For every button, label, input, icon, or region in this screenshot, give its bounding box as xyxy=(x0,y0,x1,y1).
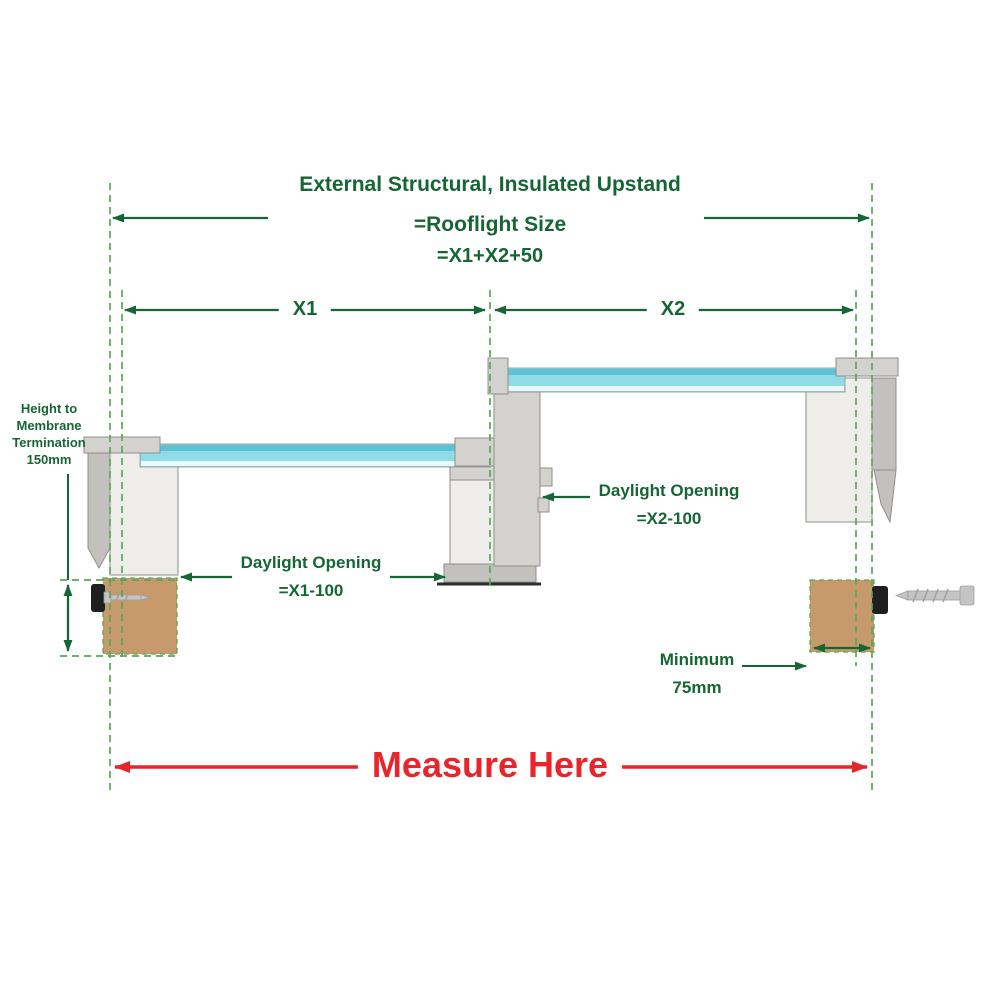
right-glazing-bottom-edge xyxy=(501,386,844,391)
left-frame-body xyxy=(109,452,179,576)
right-rooflight-section xyxy=(487,357,899,567)
center-mullion xyxy=(493,389,541,567)
right-drip-edge xyxy=(873,469,897,524)
membrane-seal-left xyxy=(91,584,105,612)
daylight-opening-right-value: =X2-100 xyxy=(636,509,702,528)
minimum-label: Minimum xyxy=(659,650,735,669)
rooflight-size-formula: =X1+X2+50 xyxy=(436,245,544,267)
left-glazing-bottom-edge xyxy=(141,461,489,466)
left-glazing-top-edge xyxy=(141,445,489,451)
membrane-seal-right xyxy=(872,586,888,614)
membrane-height-label: Height to Membrane Termination 150mm xyxy=(12,401,86,468)
x2-label: X2 xyxy=(646,297,700,322)
center-mullion-tab-1 xyxy=(539,467,553,487)
upstand-title: External Structural, Insulated Upstand xyxy=(299,173,681,196)
timber-upstand-left xyxy=(102,577,178,655)
left-outer-plate-with-drip xyxy=(87,452,111,570)
daylight-opening-left-title: Daylight Opening xyxy=(240,553,382,572)
dashed-guide-lines xyxy=(60,183,873,795)
center-mullion-tab-2 xyxy=(537,497,550,513)
left-rooflight-section xyxy=(83,436,541,586)
rooflight-size-label: =Rooflight Size xyxy=(399,212,581,239)
minimum-value: 75mm xyxy=(672,678,722,697)
timber-upstand-right xyxy=(809,579,875,653)
left-center-cap xyxy=(454,437,496,467)
right-glazing-top-edge xyxy=(501,369,844,375)
right-outer-plate xyxy=(871,377,897,471)
x1-label: X1 xyxy=(278,297,332,322)
measure-here-label: Measure Here xyxy=(357,742,623,787)
fixing-screw-icon xyxy=(894,585,975,606)
right-frame-body xyxy=(805,377,873,523)
daylight-opening-right-title: Daylight Opening xyxy=(598,481,740,500)
daylight-opening-left-value: =X1-100 xyxy=(278,581,344,600)
fixing-screw-left xyxy=(103,591,152,604)
right-glazing-left-cap xyxy=(487,357,509,395)
right-frame-cap xyxy=(835,357,899,377)
